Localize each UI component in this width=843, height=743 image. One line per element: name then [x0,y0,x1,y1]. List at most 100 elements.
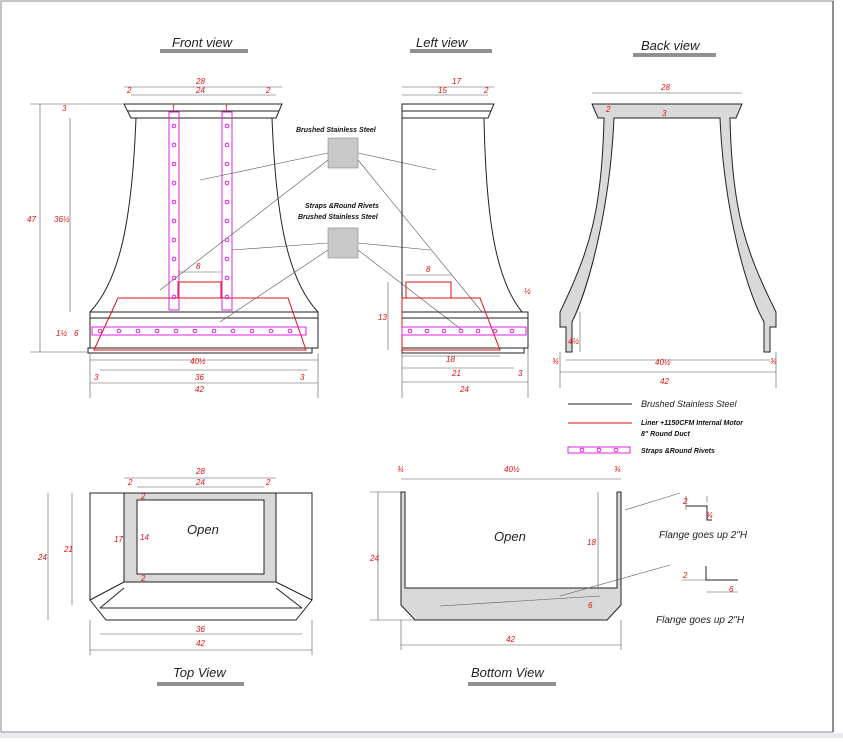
bottom-dim-6: 6 [588,601,593,610]
rivet [171,142,177,148]
back-dim-40-half: 40½ [655,358,671,367]
top-dim-36: 36 [196,625,205,634]
front-view: 28 24 2 2 3 47 36½ 1½ 6 8 1 1 40½ 3 36 3… [27,77,329,398]
callout-material-2-line1: Straps &Round Rivets [305,203,379,210]
back-dim-2-left-top: 2 [605,105,611,114]
back-dim-3q-left: ¾ [552,357,559,366]
flange-label-1: Flange goes up 2"H [659,530,748,541]
top-dim-2a: 2 [127,478,133,487]
rivet [154,328,160,334]
legend-red-label-2: 8" Round Duct [641,431,690,438]
rivet [116,328,122,334]
rivet [458,328,464,334]
rivet [249,328,255,334]
front-dim-24: 24 [195,86,205,95]
rivet [224,199,230,205]
rivet [424,328,430,334]
top-dim-14: 14 [140,533,149,542]
top-dim-2c: 2 [140,492,146,501]
rivet [211,328,217,334]
callout-material-2-line2: Brushed Stainless Steel [298,214,379,221]
rivet [268,328,274,334]
front-dim-40-half: 40½ [190,357,206,366]
front-rivets [97,123,293,334]
bottom-dim-3q-right: ¾ [614,465,621,474]
flange-details: 2 ¾ Flange goes up 2"H 2 6 Flange goes u… [656,496,748,626]
front-dim-36-half: 36½ [54,215,70,224]
stainless-swatch-1 [327,137,359,169]
front-dim-2-left: 2 [126,86,132,95]
back-dim-3q-right: ¾ [770,357,777,366]
stainless-swatch-2 [327,227,359,259]
rivet [171,218,177,224]
rivet [509,328,515,334]
top-dim-2d: 2 [140,574,146,583]
left-view-title: Left view [416,35,469,50]
legend-red-label-1: Liner +1150CFM Internal Motor [641,420,744,427]
left-dim-2: 2 [483,86,489,95]
rivet [224,142,230,148]
front-dim-42: 42 [195,385,204,394]
legend: Brushed Stainless Steel Liner +1150CFM I… [567,399,744,455]
front-dim-28: 28 [195,77,205,86]
top-dim-24: 24 [195,478,205,487]
rivet [135,328,141,334]
top-dim-21: 21 [63,545,73,554]
rivet [171,199,177,205]
material-callouts: Brushed Stainless Steel Straps &Round Ri… [296,127,483,331]
bottom-view: Open ¾ 40½ ¾ 24 18 6 42 [369,465,681,650]
top-dim-24v: 24 [37,553,47,562]
rivet [173,328,179,334]
top-dim-2b: 2 [265,478,271,487]
rivet [224,256,230,262]
front-dim-3-top: 3 [62,104,67,113]
front-dim-1-half: 1½ [56,329,67,338]
bottom-dim-18: 18 [587,538,596,547]
front-dim-1b: 1 [224,104,228,113]
bottom-view-title: Bottom View [471,665,545,680]
front-dim-6: 6 [74,329,79,338]
rivet [97,328,103,334]
rivet [407,328,413,334]
top-open-label: Open [187,522,219,537]
top-open-area [136,499,265,575]
view-titles: Front view Left view Back view Top View … [157,35,716,686]
rivet [224,123,230,129]
front-dim-47: 47 [27,215,36,224]
rivet [171,161,177,167]
rivet [441,328,447,334]
left-dim-8: 8 [426,265,431,274]
front-dim-8: 8 [196,262,201,271]
top-dim-42: 42 [196,639,205,648]
back-dim-4-half: 4½ [568,337,579,346]
rivet [171,294,177,300]
rivet [230,328,236,334]
rivet [224,218,230,224]
left-dim-24: 24 [459,385,469,394]
rivet [192,328,198,334]
rivet [224,161,230,167]
left-dim-15: 15 [438,86,447,95]
top-view-title: Top View [173,665,227,680]
rivet [224,180,230,186]
back-dim-42: 42 [660,377,669,386]
front-dim-2-right: 2 [265,86,271,95]
rivet [171,237,177,243]
rivet [492,328,498,334]
flange-label-2: Flange goes up 2"H [656,615,745,626]
flange-dim-2a: 2 [682,497,688,506]
legend-magenta-strap [567,446,631,454]
front-dim-1a: 1 [171,104,175,113]
legend-black-label: Brushed Stainless Steel [641,399,738,409]
left-dim-13: 13 [378,313,387,322]
front-view-title: Front view [172,35,234,50]
flange-dim-6: 6 [729,585,734,594]
back-dim-28: 28 [660,83,670,92]
bottom-open-label: Open [494,529,526,544]
rivet [171,180,177,186]
front-dim-36: 36 [195,373,204,382]
top-dim-28: 28 [195,467,205,476]
left-dim-half: ½ [524,287,531,296]
back-dim-3: 3 [662,109,667,118]
